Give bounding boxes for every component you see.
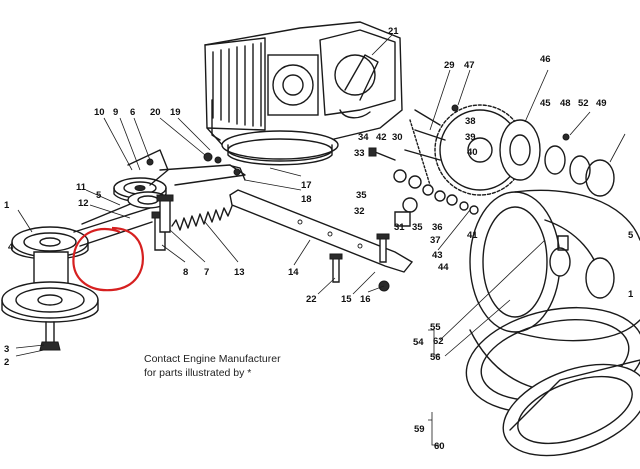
label-52: 52 xyxy=(578,98,589,109)
label-1: 1 xyxy=(4,200,10,211)
engine-assembly xyxy=(204,21,403,166)
linkage-rod xyxy=(229,165,414,273)
label-55: 55 xyxy=(430,322,441,333)
label-36: 36 xyxy=(432,222,443,233)
label-59: 59 xyxy=(414,424,425,435)
label-40: 40 xyxy=(467,147,478,158)
label-8: 8 xyxy=(183,267,188,278)
label-46: 46 xyxy=(540,54,551,65)
label-54: 54 xyxy=(413,337,424,348)
label-1-right: 1 xyxy=(628,289,634,300)
label-38: 38 xyxy=(465,116,476,127)
label-42: 42 xyxy=(376,132,387,143)
label-21: 21 xyxy=(388,26,399,37)
label-60: 60 xyxy=(434,441,445,452)
label-37: 37 xyxy=(430,235,441,246)
tire xyxy=(465,306,640,457)
label-35-upper: 35 xyxy=(356,190,367,201)
wheel-rim xyxy=(469,189,640,342)
label-33: 33 xyxy=(354,148,365,159)
label-43: 43 xyxy=(432,250,443,261)
label-32: 32 xyxy=(354,206,365,217)
sprocket-assembly xyxy=(368,104,615,227)
label-44: 44 xyxy=(438,262,449,273)
label-13: 13 xyxy=(234,267,245,278)
label-10: 10 xyxy=(94,107,105,118)
label-35-lower: 35 xyxy=(412,222,423,233)
label-56: 56 xyxy=(430,352,441,363)
bolts-7-8 xyxy=(151,194,174,251)
label-22: 22 xyxy=(306,294,317,305)
label-15: 15 xyxy=(341,294,352,305)
label-49: 49 xyxy=(596,98,607,109)
label-29: 29 xyxy=(444,60,455,71)
label-41: 41 xyxy=(467,230,478,241)
part-numbers: 1 2 3 4 5 6 7 8 9 10 11 12 13 14 15 16 1… xyxy=(4,26,634,452)
label-18: 18 xyxy=(301,194,312,205)
note-line-2: for parts illustrated by * xyxy=(144,367,251,379)
label-7: 7 xyxy=(204,267,209,278)
label-11: 11 xyxy=(76,182,87,193)
label-16: 16 xyxy=(360,294,371,305)
label-6: 6 xyxy=(130,107,135,118)
leader-lines xyxy=(15,34,626,446)
label-34: 34 xyxy=(358,132,369,143)
label-31: 31 xyxy=(394,222,405,233)
label-2: 2 xyxy=(4,357,9,368)
idler-pulleys xyxy=(113,149,246,209)
label-5-right: 5 xyxy=(628,230,634,241)
label-14: 14 xyxy=(288,267,299,278)
label-47: 47 xyxy=(464,60,475,71)
label-48: 48 xyxy=(560,98,571,109)
label-45: 45 xyxy=(540,98,551,109)
label-12: 12 xyxy=(78,198,89,209)
double-pulley xyxy=(1,226,99,351)
label-5: 5 xyxy=(96,190,102,201)
label-39: 39 xyxy=(465,132,476,143)
note-line-1: Contact Engine Manufacturer xyxy=(144,353,281,365)
label-20: 20 xyxy=(150,107,161,118)
label-3: 3 xyxy=(4,344,9,355)
label-62: 62 xyxy=(433,336,444,347)
label-19: 19 xyxy=(170,107,181,118)
label-17: 17 xyxy=(301,180,312,191)
label-4: 4 xyxy=(8,242,14,253)
label-30: 30 xyxy=(392,132,403,143)
tension-spring xyxy=(171,205,233,231)
highlight-circle xyxy=(72,226,144,292)
label-9: 9 xyxy=(113,107,118,118)
